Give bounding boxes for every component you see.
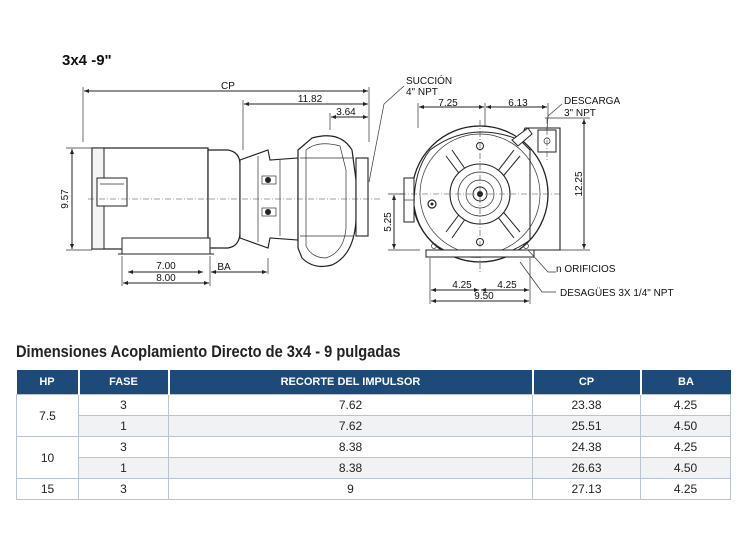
drains-label: DESAGÜES 3X 1/4" NPT xyxy=(560,287,674,299)
pump-dimension-drawing: CP 11.82 3.64 9.57 7.00 8.00 BA SUCCIÓN … xyxy=(60,74,674,304)
front-view xyxy=(388,103,590,304)
ba-cell: 4.25 xyxy=(640,436,731,458)
model-title: 3x4 -9" xyxy=(62,52,112,69)
header-recorte: RECORTE DEL IMPULSOR xyxy=(167,370,533,395)
table-row: 1 8.38 26.63 4.50 xyxy=(17,457,731,479)
ba-cell: 4.50 xyxy=(640,415,731,437)
dim-8-00: 8.00 xyxy=(156,273,176,284)
table-row: 7.5 3 7.62 23.38 4.25 xyxy=(16,394,731,437)
dim-7-00: 7.00 xyxy=(156,261,176,272)
dim-cp: CP xyxy=(221,81,235,92)
table-row: 10 3 8.38 24.38 4.25 xyxy=(16,436,731,479)
fase-cell: 1 xyxy=(78,457,169,479)
cp-cell: 27.13 xyxy=(532,478,641,500)
ba-cell: 4.25 xyxy=(640,394,731,416)
suction-label: SUCCIÓN xyxy=(406,74,452,87)
dim-6-13: 6.13 xyxy=(508,98,528,109)
dim-11-82: 11.82 xyxy=(298,94,323,105)
fase-cell: 3 xyxy=(78,436,169,458)
dim-4-25-left: 4.25 xyxy=(452,280,472,291)
hp-cell: 10 xyxy=(16,436,79,479)
recorte-cell: 8.38 xyxy=(168,436,533,458)
dim-12-25: 12.25 xyxy=(574,171,585,196)
table-header-row: HP FASE RECORTE DEL IMPULSOR CP BA xyxy=(16,370,731,395)
cp-cell: 26.63 xyxy=(532,457,641,479)
dim-5-25: 5.25 xyxy=(383,212,394,232)
fase-cell: 3 xyxy=(78,478,169,500)
discharge-size: 3" NPT xyxy=(564,108,596,119)
cp-cell: 24.38 xyxy=(532,436,641,458)
dimensions-table: HP FASE RECORTE DEL IMPULSOR CP BA 7.5 3… xyxy=(16,370,731,500)
holes-label: n ORIFICIOS xyxy=(556,264,616,275)
dim-7-25: 7.25 xyxy=(438,98,458,109)
ba-cell: 4.50 xyxy=(640,457,731,479)
cp-cell: 23.38 xyxy=(532,394,641,416)
dim-ba: BA xyxy=(217,262,231,273)
header-hp: HP xyxy=(16,370,79,395)
header-ba: BA xyxy=(639,370,731,395)
recorte-cell: 7.62 xyxy=(168,394,533,416)
discharge-label: DESCARGA xyxy=(564,96,620,107)
header-cp: CP xyxy=(531,370,641,395)
hp-cell: 15 xyxy=(16,478,79,500)
recorte-cell: 9 xyxy=(168,478,533,500)
side-view xyxy=(66,85,405,286)
table-row: 1 7.62 25.51 4.50 xyxy=(17,415,731,437)
fase-cell: 1 xyxy=(78,415,169,437)
fase-cell: 3 xyxy=(78,394,169,416)
table-row: 15 3 9 27.13 4.25 xyxy=(16,478,731,500)
header-fase: FASE xyxy=(77,370,169,395)
dim-3-64: 3.64 xyxy=(336,107,356,118)
hp-cell: 7.5 xyxy=(16,394,79,437)
recorte-cell: 8.38 xyxy=(168,457,533,479)
dim-9-57: 9.57 xyxy=(60,189,71,209)
ba-cell: 4.25 xyxy=(640,478,731,500)
dim-4-25-right: 4.25 xyxy=(497,280,517,291)
dim-9-50: 9.50 xyxy=(474,291,494,302)
cp-cell: 25.51 xyxy=(532,415,641,437)
recorte-cell: 7.62 xyxy=(168,415,533,437)
table-title: Dimensiones Acoplamiento Directo de 3x4 … xyxy=(16,342,401,361)
suction-size: 4" NPT xyxy=(406,87,438,98)
